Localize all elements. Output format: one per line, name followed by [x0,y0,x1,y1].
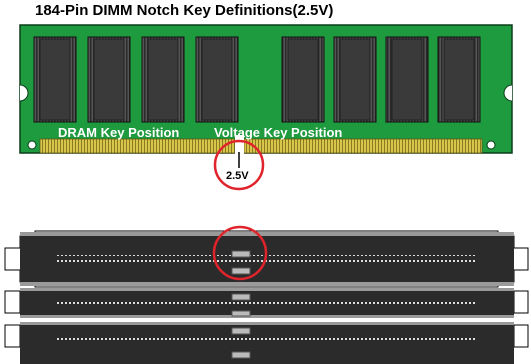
dimm-slot-icon [4,322,529,364]
dimm-slot-icon [4,288,529,318]
voltage-key-label: Voltage Key Position [214,125,343,140]
memory-chip-icon [33,36,77,123]
memory-chip-icon [87,36,131,123]
dram-key-label: DRAM Key Position [58,125,180,140]
memory-chip-icon [437,36,481,123]
memory-chip-icon [141,36,185,123]
memory-chip-icon [385,36,429,123]
memory-chip-icon [281,36,325,123]
memory-chip-icon [195,36,239,123]
memory-chip-row [33,36,481,123]
voltage-value-label: 2.5V [226,170,249,182]
page-title: 184-Pin DIMM Notch Key Definitions(2.5V) [35,2,334,19]
notch-highlight-icon [213,139,265,191]
memory-chip-icon [333,36,377,123]
notch-highlight-icon [212,225,268,281]
